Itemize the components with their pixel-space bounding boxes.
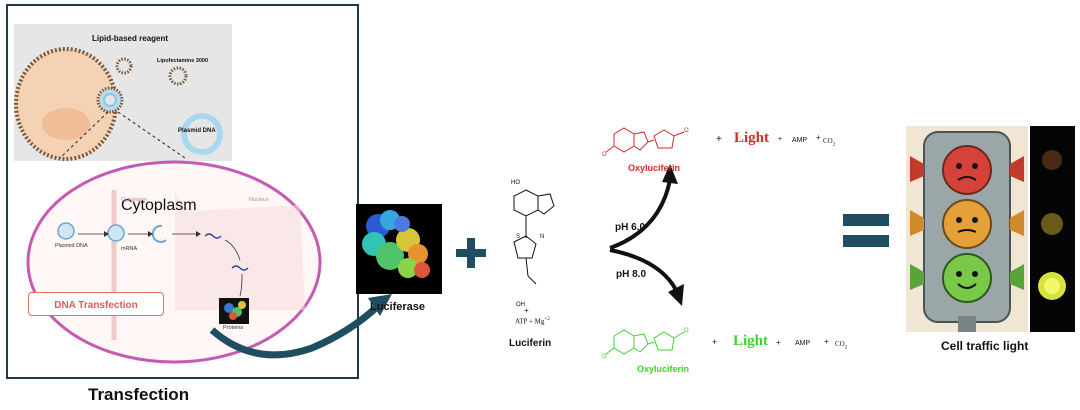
svg-text:O: O xyxy=(684,128,689,134)
nucleus-text: Nucleus xyxy=(249,197,269,203)
lipofectamine-label: Lipofectamine 3000 xyxy=(157,58,209,64)
plus-top-1: + xyxy=(716,134,722,145)
cell-traffic-light-label: Cell traffic light xyxy=(941,339,1029,353)
proteins-label: Proteins xyxy=(223,325,244,331)
svg-text:O: O xyxy=(684,328,689,334)
ph-high-label: pH 6.0 xyxy=(615,222,646,233)
co2-bottom-label: CO2 xyxy=(835,340,848,351)
luciferin-structure: S N xyxy=(513,189,555,285)
co2-top-label: CO2 xyxy=(823,137,836,148)
glowing-wells-panel xyxy=(1030,126,1075,332)
plasmid-circle-2 xyxy=(107,224,125,242)
oxyluciferin-red-structure: O O xyxy=(602,127,689,158)
curved-arrow-to-luciferase xyxy=(209,294,392,359)
reaction-arrows xyxy=(609,164,684,306)
plasmid-circle-1 xyxy=(57,222,75,240)
nucleus-region xyxy=(175,190,305,310)
zoom-line-right xyxy=(117,111,186,159)
lipid-reagent-panel: Lipid-based reagent Lipofectamine 3000 P… xyxy=(14,24,232,161)
svg-text:S: S xyxy=(516,234,520,240)
svg-text:O: O xyxy=(602,354,607,360)
luciferase-label: Luciferase xyxy=(370,301,426,313)
cofactor-text: ATP + Mg+2 xyxy=(515,317,550,326)
plasmid-dna-label: Plasmid DNA xyxy=(178,128,216,134)
cytoplasm-label: Cytoplasm xyxy=(121,197,197,214)
zoom-line-left xyxy=(59,111,109,159)
ph-low-label: pH 8.0 xyxy=(616,269,647,280)
transfection-frame xyxy=(6,4,359,379)
oxyluciferin-bottom-label: Oxyluciferin xyxy=(637,364,690,374)
plus-bottom-1: + xyxy=(712,337,718,347)
cytoplasm-text: Cytoplasm xyxy=(121,197,147,203)
dna-transfection-box: DNA Transfection xyxy=(28,292,164,316)
dna-transfection-label: DNA Transfection xyxy=(54,300,138,311)
plus-symbol xyxy=(456,238,486,268)
plus-bottom-3: + xyxy=(824,337,829,346)
traffic-light-illustration xyxy=(906,126,1028,332)
amp-top-label: AMP xyxy=(792,137,808,144)
plus-bottom-2: + xyxy=(776,338,781,347)
reagent-label: Lipid-based reagent xyxy=(92,34,169,43)
luciferin-plus: + xyxy=(524,306,529,315)
plasmid-circle-3 xyxy=(151,224,167,243)
plus-top-2: + xyxy=(778,136,783,143)
light-green-label: Light xyxy=(733,333,769,349)
mrna-label: mRNA xyxy=(121,246,138,252)
light-red-label: Light xyxy=(734,130,770,146)
luciferin-ho: HO xyxy=(511,180,520,186)
plasmid-small-label: Plasmid DNA xyxy=(55,243,88,249)
lipid-reagent-illustration xyxy=(14,47,223,161)
equals-symbol xyxy=(843,214,889,247)
luciferase-image xyxy=(356,204,442,294)
svg-text:N: N xyxy=(540,234,544,240)
plus-top-3: + xyxy=(816,133,821,142)
amp-bottom-label: AMP xyxy=(795,340,811,347)
transfection-title: Transfection xyxy=(88,385,190,404)
oxyluciferin-green-structure: O O xyxy=(602,328,689,360)
luciferin-label: Luciferin xyxy=(509,338,552,349)
svg-text:O: O xyxy=(602,152,607,158)
luciferin-oh: OH xyxy=(516,302,525,308)
oxyluciferin-top-label: Oxyluciferin xyxy=(628,163,681,173)
